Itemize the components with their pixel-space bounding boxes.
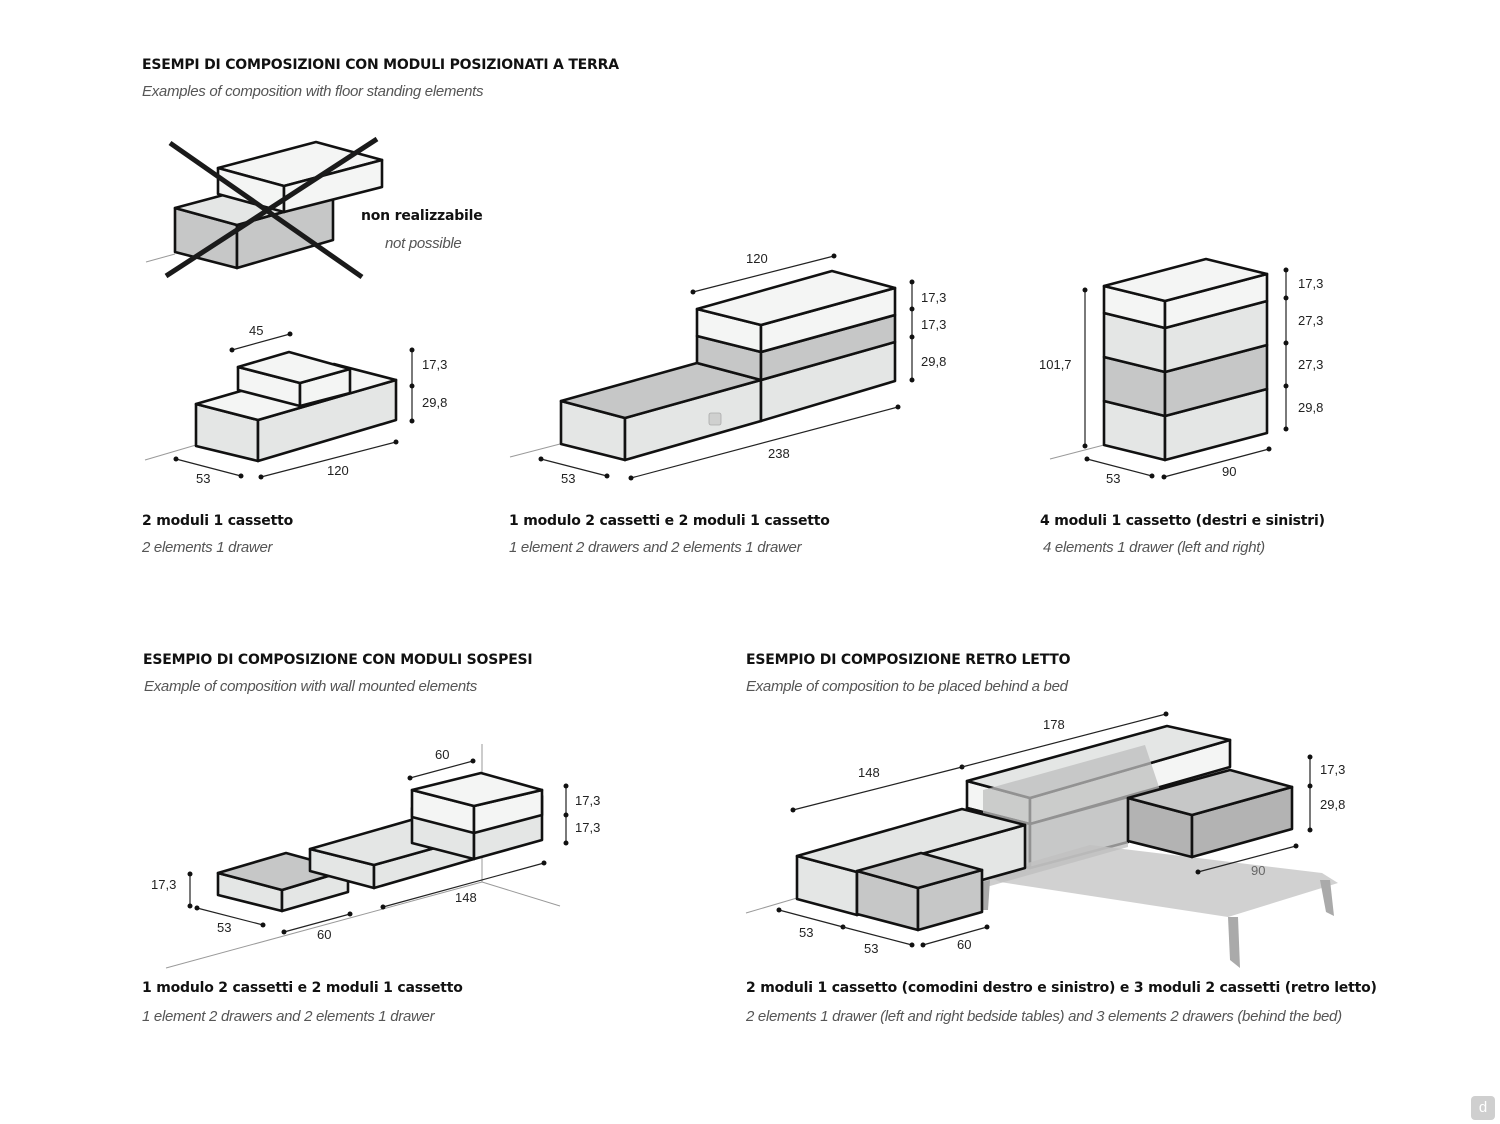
ex1-dim-h1: 17,3 [422, 357, 447, 372]
example1-caption: 2 moduli 1 cassetto [142, 513, 294, 529]
not-possible-label-en: not possible [385, 235, 462, 252]
ex3-dim-depth: 53 [1106, 471, 1120, 486]
ex3-dim-h2: 27,3 [1298, 313, 1323, 328]
bed-caption: 2 moduli 1 cassetto (comodini destro e s… [746, 980, 1377, 996]
bed-dim-90: 90 [1251, 863, 1265, 878]
wall-dim-long: 148 [455, 890, 477, 905]
bed-dim-h2: 29,8 [1320, 797, 1345, 812]
ex2-dim-h3: 29,8 [921, 354, 946, 369]
example1-caption-en: 2 elements 1 drawer [142, 539, 273, 556]
section-wall-subtitle: Example of composition with wall mounted… [144, 678, 477, 695]
section-floor-subtitle: Examples of composition with floor stand… [142, 83, 484, 100]
wall-dim-h2: 17,3 [575, 820, 600, 835]
ex3-dim-h4: 29,8 [1298, 400, 1323, 415]
wall-drawing: 60 17,3 17,3 17,3 53 60 148 [151, 744, 600, 969]
wall-dim-depth: 53 [217, 920, 231, 935]
ex3-dim-width: 90 [1222, 464, 1236, 479]
bed-caption-en: 2 elements 1 drawer (left and right beds… [746, 1008, 1342, 1025]
bed-dim-depth1: 53 [799, 925, 813, 940]
ex2-dim-top: 120 [746, 251, 768, 266]
not-possible-label: non realizzabile [361, 208, 483, 224]
wall-dim-top: 60 [435, 747, 449, 762]
bed-dim-top-long: 178 [1043, 717, 1065, 732]
ex3-dim-h1: 17,3 [1298, 276, 1323, 291]
wall-caption-en: 1 element 2 drawers and 2 elements 1 dra… [142, 1008, 435, 1025]
ex3-dim-h3: 27,3 [1298, 357, 1323, 372]
brand-logo-icon: d [1471, 1096, 1495, 1120]
example2-drawing: 120 17,3 17,3 29,8 53 238 [509, 251, 946, 486]
wall-dim-left-h: 17,3 [151, 877, 176, 892]
example2-caption: 1 modulo 2 cassetti e 2 moduli 1 cassett… [509, 513, 830, 529]
ex1-dim-45: 45 [249, 323, 263, 338]
ex2-dim-h2: 17,3 [921, 317, 946, 332]
bed-dim-small: 60 [957, 937, 971, 952]
bed-dim-long: 148 [858, 765, 880, 780]
bed-silhouette [982, 745, 1338, 968]
bed-dim-depth2: 53 [864, 941, 878, 956]
ex3-dim-total: 101,7 [1039, 357, 1072, 372]
example1-drawing: 45 17,3 29,8 53 120 [144, 323, 447, 486]
wall-caption: 1 modulo 2 cassetti e 2 moduli 1 cassett… [142, 980, 463, 996]
example3-caption-en: 4 elements 1 drawer (left and right) [1043, 539, 1265, 556]
ex1-dim-depth: 53 [196, 471, 210, 486]
ex2-dim-width: 238 [768, 446, 790, 461]
bed-dim-h1: 17,3 [1320, 762, 1345, 777]
example2-caption-en: 1 element 2 drawers and 2 elements 1 dra… [509, 539, 802, 556]
ex1-dim-h2: 29,8 [422, 395, 447, 410]
wall-dim-h1: 17,3 [575, 793, 600, 808]
section-bed-subtitle: Example of composition to be placed behi… [746, 678, 1068, 695]
bed-drawing: 178 148 17,3 29,8 90 53 53 60 [745, 711, 1345, 968]
section-wall-title: ESEMPIO DI COMPOSIZIONE CON MODULI SOSPE… [143, 652, 533, 668]
section-bed-title: ESEMPIO DI COMPOSIZIONE RETRO LETTO [746, 652, 1071, 668]
ex2-dim-depth: 53 [561, 471, 575, 486]
example3-drawing: 101,7 17,3 27,3 27,3 29,8 53 90 [1039, 257, 1323, 486]
section-floor-title: ESEMPI DI COMPOSIZIONI CON MODULI POSIZI… [142, 57, 619, 73]
ex1-dim-width: 120 [327, 463, 349, 478]
ex2-dim-h1: 17,3 [921, 290, 946, 305]
example3-caption: 4 moduli 1 cassetto (destri e sinistri) [1040, 513, 1325, 529]
wall-dim-small: 60 [317, 927, 331, 942]
not-possible-drawing [145, 136, 384, 280]
